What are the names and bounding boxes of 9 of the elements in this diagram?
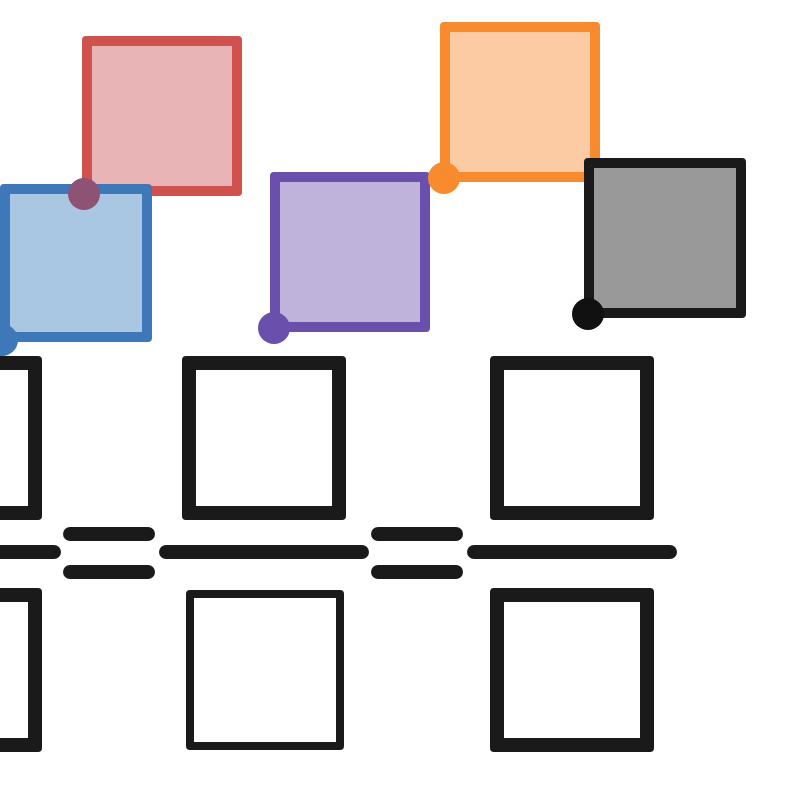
empty-box (490, 588, 654, 752)
square (584, 158, 746, 318)
empty-box (182, 356, 346, 520)
empty-box (186, 590, 344, 750)
square (0, 184, 152, 342)
empty-box (490, 356, 654, 520)
square (440, 22, 600, 182)
square (82, 36, 242, 196)
square (270, 172, 430, 332)
